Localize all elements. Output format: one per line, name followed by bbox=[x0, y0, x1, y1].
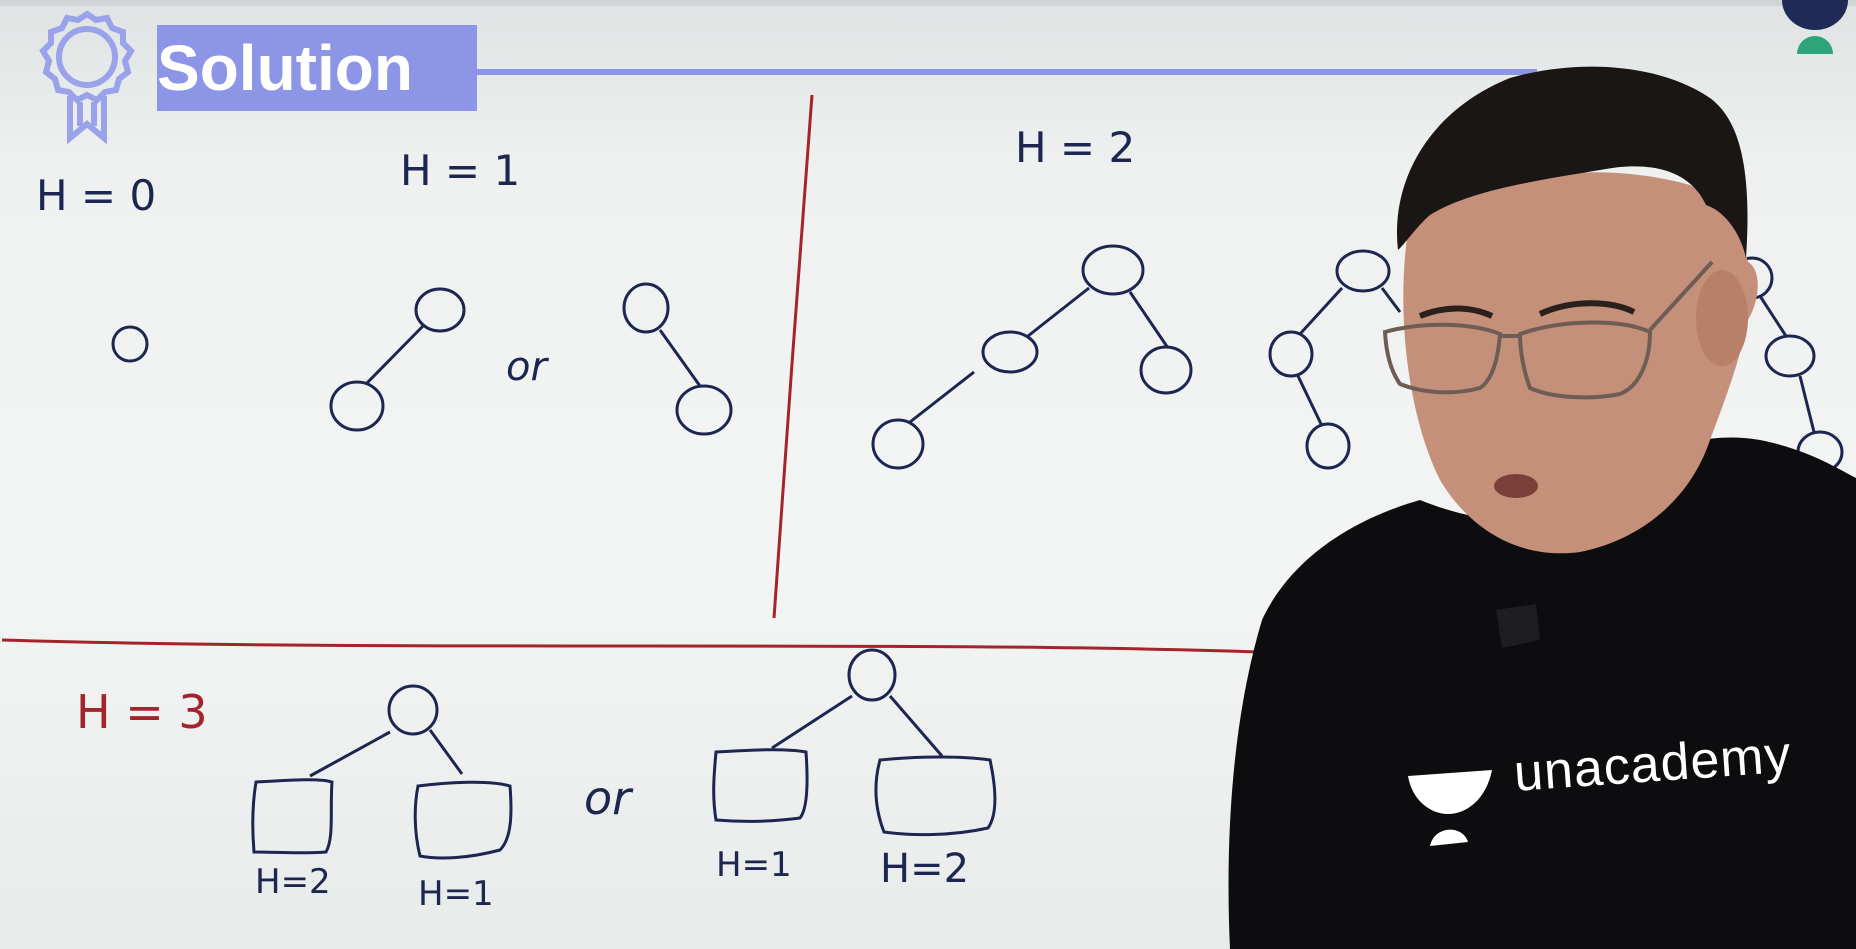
label-or-bottom: or bbox=[584, 771, 634, 825]
presenter-eyebrows bbox=[1418, 300, 1636, 319]
label-h0: H = 0 bbox=[36, 171, 156, 220]
tree-node bbox=[1081, 244, 1145, 296]
tree-node bbox=[414, 287, 466, 333]
label-sub-h1-left: H=1 bbox=[418, 874, 494, 914]
presenter-hair bbox=[1396, 66, 1748, 258]
tree-node bbox=[1335, 249, 1391, 293]
presenter-shirt bbox=[1228, 437, 1856, 949]
tree-edge bbox=[309, 730, 391, 778]
title-underline bbox=[477, 69, 1537, 75]
tree-edge bbox=[364, 324, 425, 386]
presenter-mouth bbox=[1494, 474, 1538, 498]
lapel-mic-icon bbox=[1496, 604, 1540, 648]
tree-node bbox=[387, 684, 439, 736]
tree-edge bbox=[658, 329, 702, 387]
label-sub-h1-right: H=1 bbox=[716, 845, 792, 885]
status-indicator-icon bbox=[1797, 36, 1833, 54]
page-title: Solution bbox=[157, 32, 413, 104]
tree-node bbox=[329, 380, 385, 432]
tree-edge bbox=[1758, 295, 1788, 337]
tree-edge bbox=[888, 695, 944, 757]
tree-edge bbox=[909, 370, 975, 424]
tree-node bbox=[847, 648, 897, 702]
subtree-box bbox=[251, 778, 334, 855]
tree-edge bbox=[771, 694, 853, 750]
label-sub-h2-right: H=2 bbox=[880, 846, 969, 892]
presenter-face bbox=[1403, 172, 1758, 554]
tree-edge bbox=[1296, 375, 1324, 427]
award-badge-icon bbox=[39, 10, 135, 145]
tree-node bbox=[675, 384, 733, 436]
tree-node bbox=[981, 330, 1039, 374]
subtree-box bbox=[413, 780, 513, 860]
tree-edge bbox=[1128, 291, 1170, 349]
title-banner bbox=[157, 25, 477, 111]
presenter-ear bbox=[1696, 270, 1748, 366]
top-bar bbox=[0, 0, 1856, 6]
label-h1: H = 1 bbox=[400, 146, 520, 195]
tree-node bbox=[1305, 422, 1351, 470]
tree-node bbox=[1268, 330, 1314, 378]
brand-logo-icon bbox=[1408, 770, 1492, 846]
tree-node bbox=[622, 282, 670, 334]
label-h2: H = 2 bbox=[1015, 123, 1135, 172]
tree-edge bbox=[428, 729, 464, 775]
subtree-box bbox=[874, 755, 997, 837]
tree-edge bbox=[1380, 287, 1402, 313]
divider-horizontal bbox=[1, 638, 1261, 654]
tree-edge bbox=[1298, 286, 1344, 336]
tree-edge bbox=[1798, 375, 1816, 433]
subtree-box bbox=[712, 748, 809, 823]
divider-vertical bbox=[772, 94, 814, 619]
tree-node bbox=[871, 418, 925, 470]
label-or-top: or bbox=[506, 344, 549, 390]
tree-node bbox=[111, 325, 149, 363]
label-sub-h2-left: H=2 bbox=[255, 862, 331, 902]
label-h3: H = 3 bbox=[76, 685, 208, 739]
tree-node bbox=[1764, 334, 1816, 378]
presenter-glasses bbox=[1382, 260, 1714, 400]
tree-edge bbox=[1027, 286, 1090, 338]
